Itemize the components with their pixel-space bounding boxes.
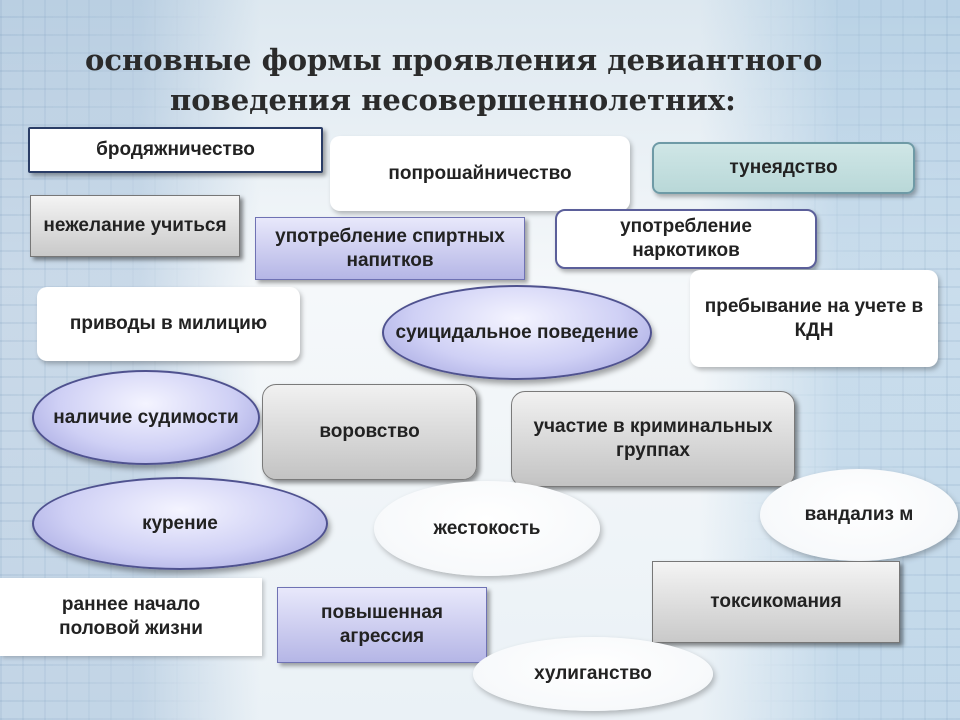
node-toxicomania: токсикомания (652, 561, 900, 643)
node-begging: попрошайничество (330, 136, 630, 211)
node-aggression: повышенная агрессия (277, 587, 487, 663)
node-suicidal: суицидальное поведение (382, 285, 652, 380)
node-theft: воровство (262, 384, 477, 480)
node-unwilling-study: нежелание учиться (30, 195, 240, 257)
node-kdn: пребывание на учете в КДН (690, 270, 938, 367)
node-criminal-groups: участие в криминальных группах (511, 391, 795, 487)
node-cruelty: жестокость (374, 481, 600, 576)
node-early-sex: раннее начало половой жизни (0, 578, 262, 656)
node-drugs: употребление наркотиков (555, 209, 817, 269)
node-parasitism: тунеядство (652, 142, 915, 194)
node-hooliganism: хулиганство (473, 637, 713, 711)
title-line-2: поведения несовершеннолетних: (170, 83, 736, 117)
title-line-1: основные формы проявления девиантного (85, 43, 823, 77)
node-vagrancy: бродяжничество (28, 127, 323, 173)
node-police: приводы в милицию (37, 287, 300, 361)
node-conviction: наличие судимости (32, 370, 260, 465)
node-alcohol: употребление спиртных напитков (255, 217, 525, 280)
node-smoking: курение (32, 477, 328, 570)
node-vandalism: вандализ м (760, 469, 958, 561)
